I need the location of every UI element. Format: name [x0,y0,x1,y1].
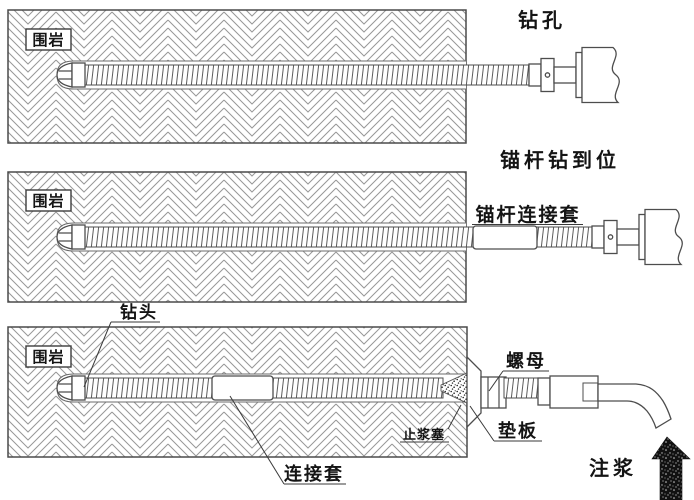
leader-line-plate [469,405,495,442]
nut [480,376,507,409]
part-label-rod-coupling: 锚杆连接套 [475,203,580,226]
rock-label: 围岩 [32,192,64,210]
grout-adapter [549,375,599,409]
rock-label-box [25,345,72,368]
coupling-sleeve [211,375,274,401]
panel-step2-rod-in-place: 围岩 锚杆钻到位 锚杆连接套 [7,148,683,303]
rock-label: 围岩 [32,31,64,49]
step-label-drilling: 钻孔 [518,8,566,32]
part-label-drill-bit: 钻头 [120,302,158,322]
rock-label-box [25,28,72,51]
rod-coupling-sleeve [472,225,538,250]
part-label-nut: 螺母 [506,351,546,371]
grout-flow-arrow-icon [651,436,691,500]
step-label-grouting: 注浆 [589,456,637,480]
drill-bit-icon [56,375,86,401]
leader-line-coupling [229,395,285,485]
leader-line-grout-stopper [447,404,462,430]
rock-label-box [25,189,72,212]
drill-rig [528,46,620,104]
grout-hose [597,383,672,429]
hose-coupler [537,377,551,406]
part-label-grout-stopper: 止浆塞 [403,427,445,442]
bearing-plate [466,355,482,429]
leader-line-drill-bit [83,321,112,388]
part-label-coupling: 连接套 [284,463,344,484]
drill-rig [591,208,683,266]
panel-step3-grouting: 围岩 钻头 连接套 螺母 垫板 止浆塞 注浆 [7,302,691,500]
drill-bit-icon [56,224,86,250]
panel-step1-drilling: 围岩 钻孔 [7,8,620,144]
drill-bit-icon [56,62,86,88]
rock-label: 围岩 [32,348,64,366]
nut-facets [487,377,500,408]
step-label-rod-in-place: 锚杆钻到位 [500,148,620,172]
part-label-plate: 垫板 [498,420,538,441]
anchor-rod-end [503,377,539,399]
leader-line-nut [488,370,504,392]
anchor-rod [84,64,530,86]
